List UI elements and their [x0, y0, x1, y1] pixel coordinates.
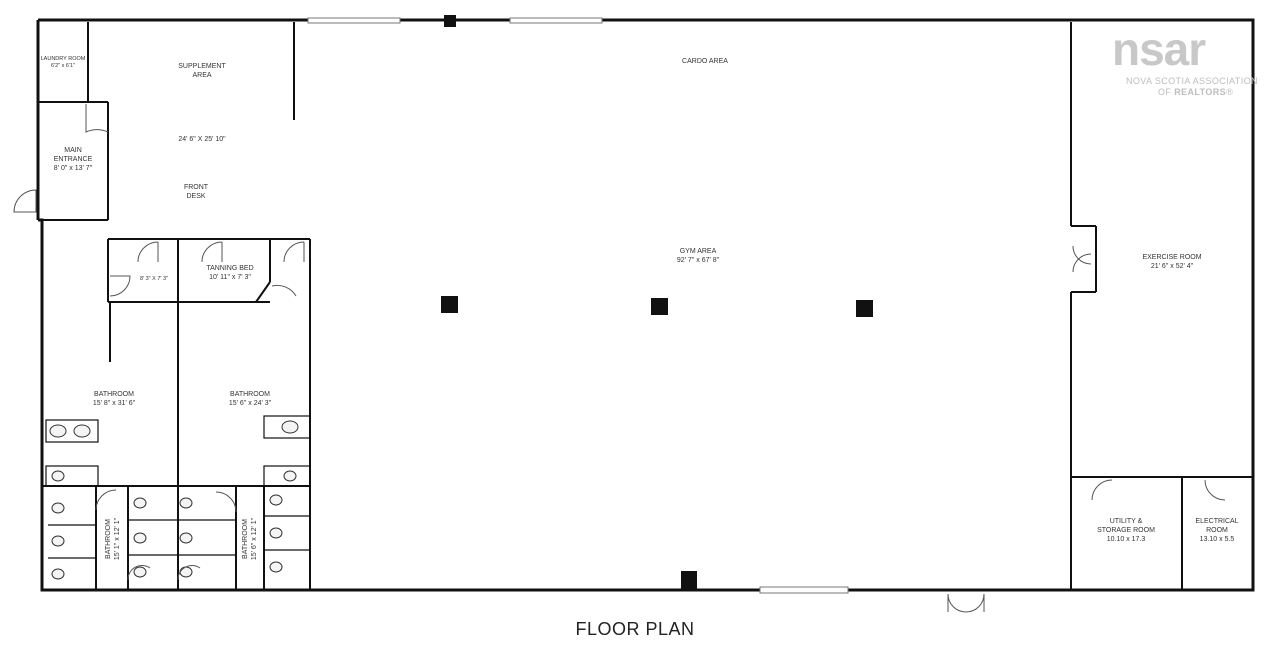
room-label-exercise-room: EXERCISE ROOM 21' 6" x 52' 4" [1142, 254, 1202, 270]
stall-partitions [45, 415, 311, 559]
room-label-bathroom-left: BATHROOM 15' 8" x 31' 6" [92, 391, 136, 407]
room-label-main-entrance: MAIN ENTRANCE 8' 0" x 13' 7" [53, 147, 93, 172]
room-dims-small-room: 8' 3" x 7' 3" [139, 276, 169, 282]
room-label-tanning-bed: TANNING BED 10' 11" x 7' 3" [206, 265, 254, 281]
interior-walls [38, 22, 1253, 590]
floor-plan-title: FLOOR PLAN [575, 619, 695, 639]
room-label-cardio-area: CARDO AREA [682, 58, 728, 65]
room-label-gym-area: GYM AREA 92' 7" x 67' 8" [676, 248, 720, 264]
fixtures [49, 420, 299, 580]
room-label-utility-storage: UTILITY & STORAGE ROOM 10.10 x 17.3 [1097, 518, 1155, 543]
door-swings [13, 104, 1226, 613]
logo-association-line: NOVA SCOTIA ASSOCIATION [1126, 76, 1258, 86]
windows [307, 17, 849, 594]
room-label-bathroom-stall-right: BATHROOM 15' 6" x 12' 1" [242, 517, 258, 561]
logo-realtors-line: OF REALTORS® [1158, 87, 1234, 97]
room-label-laundry: LAUNDRY ROOM 6'2" x 6'1" [40, 56, 86, 69]
room-label-bathroom-stall-left: BATHROOM 15' 1" x 12' 1" [105, 517, 121, 561]
room-dims-supplement: 24' 6" x 25' 10" [178, 136, 226, 143]
nsar-logo: nsar NOVA SCOTIA ASSOCIATION OF REALTORS… [1112, 26, 1264, 100]
logo-mark: nsar [1112, 23, 1206, 75]
room-label-front-desk: FRONT DESK [183, 184, 209, 200]
structural-columns [441, 15, 873, 589]
room-label-bathroom-right: BATHROOM 15' 6" x 24' 3" [228, 391, 272, 407]
room-label-supplement: SUPPLEMENT AREA [178, 63, 226, 79]
room-label-electrical: ELECTRICAL ROOM 13.10 x 5.5 [1195, 518, 1239, 543]
